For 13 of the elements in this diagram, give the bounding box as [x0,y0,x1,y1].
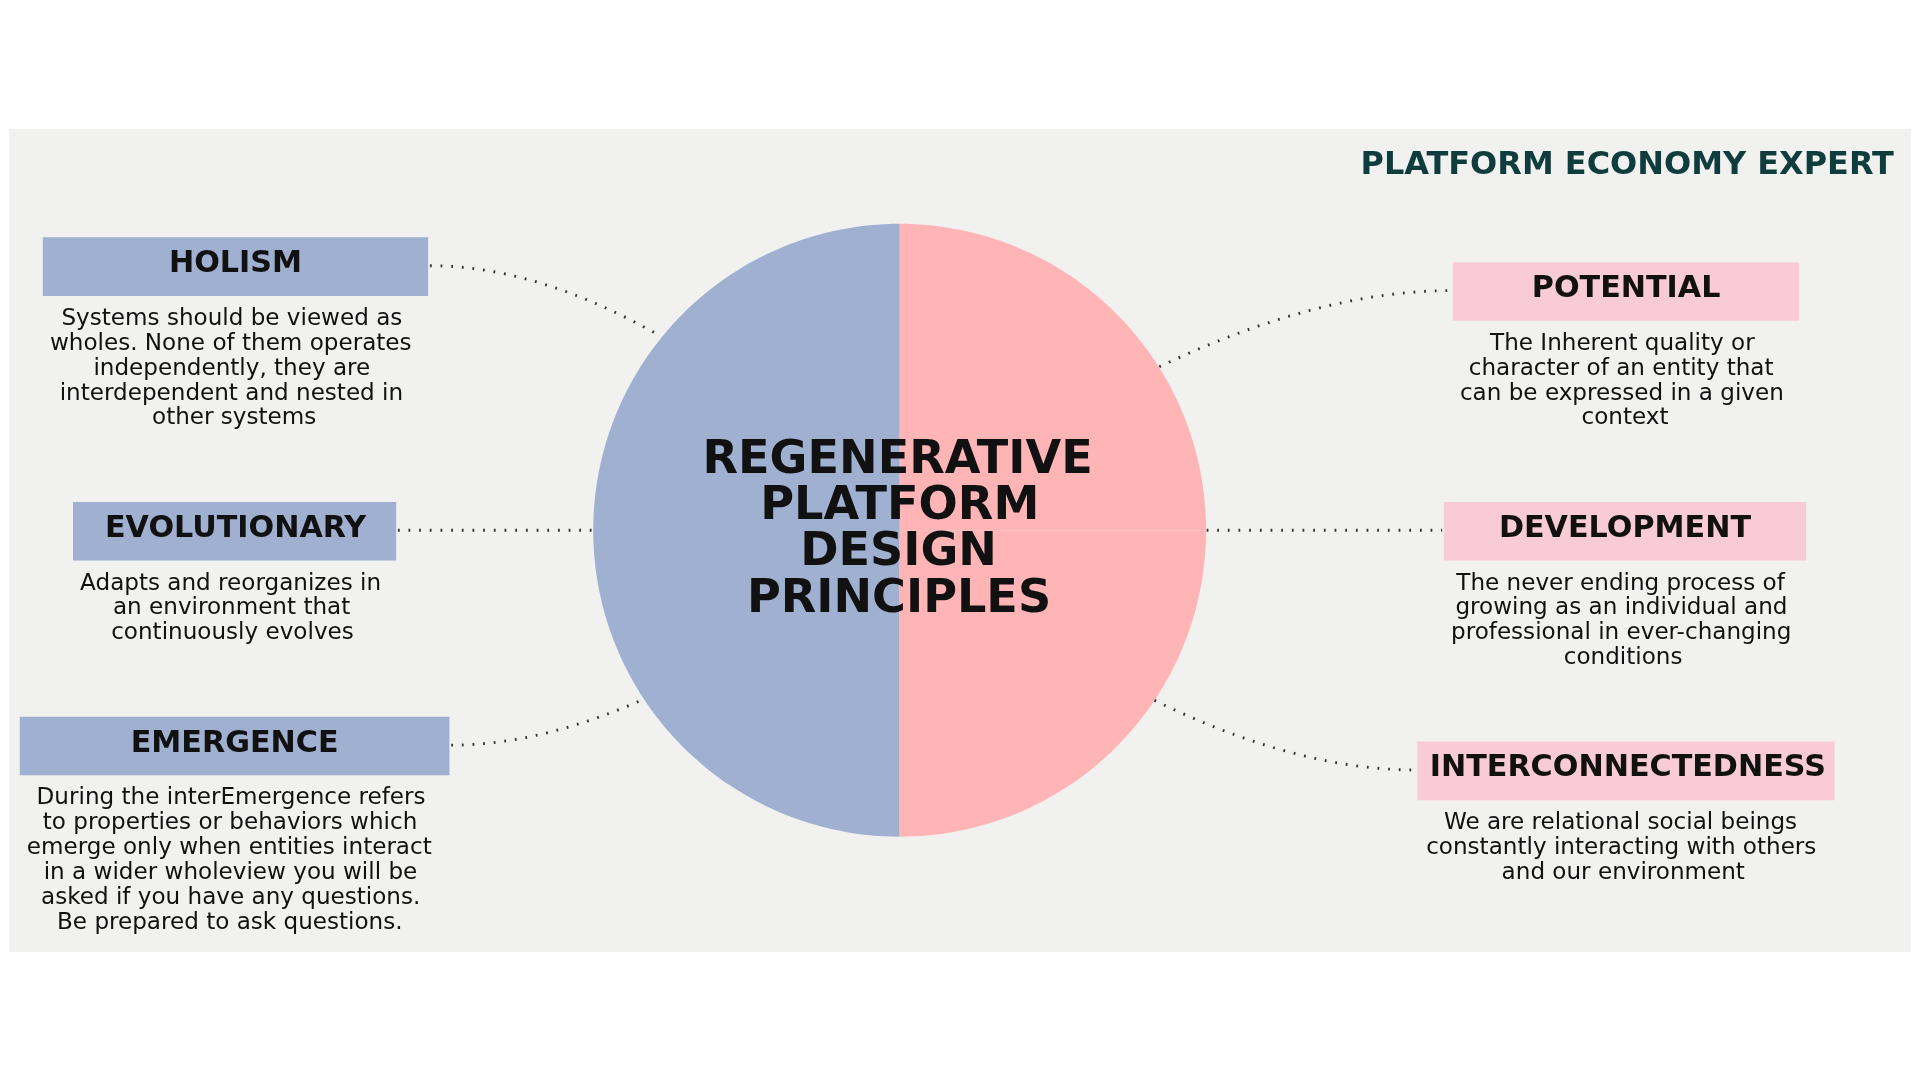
node-label: We are relational social beings constantly interacting with others and our environment [1426,807,1817,884]
node-box: EVOLUTIONARY [73,501,397,560]
node-box: EMERGENCE [19,716,450,775]
node-label: Adapts and reorganizes in an environment that continuously evolves [80,568,382,644]
label: PLATFORM ECONOMY EXPERT [1360,143,1894,182]
node-label: During the interEmergence refers to properties or behaviors which emerge only when entities interact in a wider wholeview you will be asked if you have any questions. Be prepared to ask questions. [26,782,432,934]
node-label: Systems should be viewed as wholes. None of them operates independently, they are interdependent and nested in other systems [49,303,412,429]
node-box: DEVELOPMENT [1443,501,1807,560]
node-box: INTERCONNECTEDNESS [1417,741,1835,800]
node-box: HOLISM [42,236,429,296]
node-label: The never ending process of growing as an individual and professional in ever-changing conditions [1451,568,1792,669]
node-label: The Inherent quality or character of an entity that can be expressed in a given context [1459,328,1784,429]
node-box: POTENTIAL [1452,261,1800,321]
